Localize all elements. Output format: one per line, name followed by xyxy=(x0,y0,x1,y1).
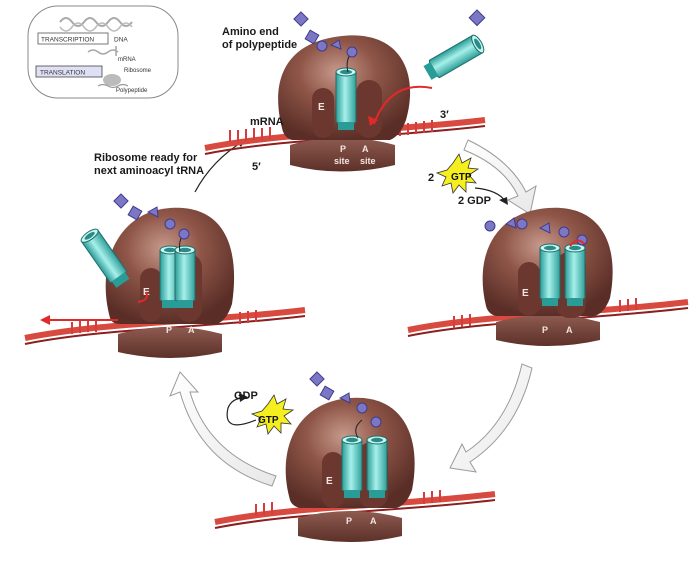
right-site-e: E xyxy=(522,288,529,299)
gdp-label: GDP xyxy=(234,390,258,402)
p-site-word: site xyxy=(334,156,350,166)
amino-end-line1: Amino end xyxy=(222,26,279,38)
translation-box xyxy=(35,65,103,78)
ribosome-bottom: E P A xyxy=(215,371,495,542)
entry-arrow xyxy=(373,85,433,125)
transcription-box xyxy=(37,32,109,45)
polypeptide-icon xyxy=(293,11,358,73)
gtp-label-left: GTP xyxy=(258,415,279,426)
gtp-label-right: GTP xyxy=(451,172,472,183)
gtp-burst-icon-left: GTP xyxy=(250,394,295,435)
inset-polypeptide-label: Polypeptide xyxy=(116,88,148,94)
small-subunit xyxy=(290,137,395,172)
ribosome-left: E P A xyxy=(25,193,305,358)
site-a-label: A xyxy=(362,144,369,154)
ribosome-right: E P A xyxy=(408,207,688,346)
overview-inset: TRANSCRIPTION DNA mRNA TRANSLATION Ribos… xyxy=(27,5,179,99)
inset-ribosome-label: Ribosome xyxy=(124,68,152,74)
right-site-a: A xyxy=(566,325,573,335)
incoming-trna-icon xyxy=(421,32,487,83)
right-site-p: P xyxy=(542,325,548,335)
mrna-label: mRNA xyxy=(250,116,284,128)
a-site-word: site xyxy=(360,156,376,166)
ready-line2: next aminoacyl tRNA xyxy=(94,165,204,177)
site-e-label: E xyxy=(318,102,325,113)
three-prime-label: 3′ xyxy=(440,109,449,121)
gdp-2-label: 2 GDP xyxy=(458,195,491,207)
left-site-p: P xyxy=(166,325,172,335)
inset-mrna-label: mRNA xyxy=(118,57,136,63)
transcription-label: TRANSCRIPTION xyxy=(41,37,94,44)
gtp-count: 2 xyxy=(428,172,434,184)
five-prime-label: 5′ xyxy=(252,161,261,173)
gtp-burst-icon: GTP xyxy=(435,153,480,194)
bottom-site-e: E xyxy=(326,476,333,487)
dna-label: DNA xyxy=(114,37,128,44)
site-p-label: P xyxy=(340,144,346,154)
left-site-a: A xyxy=(188,325,195,335)
bottom-site-a: A xyxy=(370,516,377,526)
ribosome-top: E P A site site xyxy=(205,9,487,172)
cycle-arrow-icon xyxy=(169,139,537,487)
trna-icon xyxy=(335,67,357,131)
translation-label: TRANSLATION xyxy=(40,70,85,77)
amino-end-line2: of polypeptide xyxy=(222,39,297,51)
ready-line1: Ribosome ready for xyxy=(94,152,198,164)
bottom-site-p: P xyxy=(346,516,352,526)
